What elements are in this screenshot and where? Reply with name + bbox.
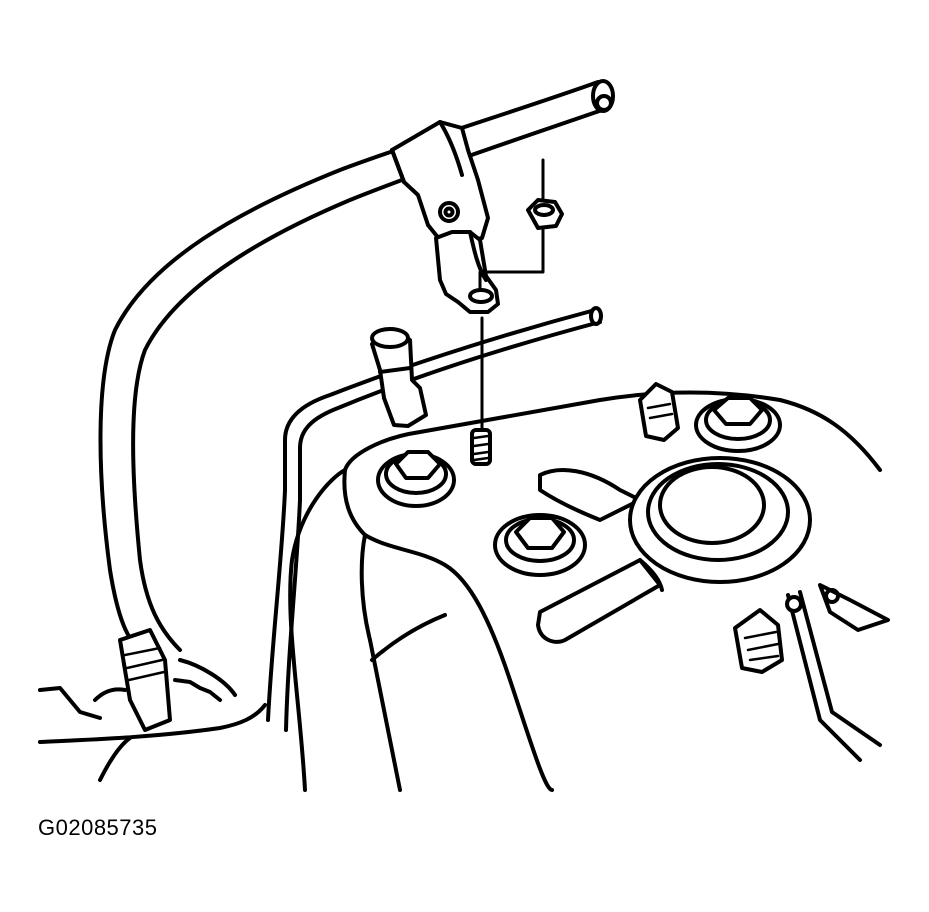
tank-bolt-upper-left <box>376 450 456 508</box>
wiring-harness <box>785 583 890 762</box>
connector-top <box>638 382 680 442</box>
fuel-tank <box>288 390 882 792</box>
tube-clamp-bracket <box>390 120 500 314</box>
hex-nut <box>478 158 564 290</box>
hose-fitting <box>38 628 267 782</box>
clamp-bolt-head <box>438 201 460 223</box>
mounting-stud <box>470 316 492 466</box>
fuel-pump-module <box>536 456 812 644</box>
figure-id-label: G02085735 <box>38 815 158 840</box>
tank-bolt-center <box>493 513 587 577</box>
locating-pin <box>370 327 428 428</box>
tank-bolt-upper-right <box>694 396 782 453</box>
connector-bottom <box>733 608 784 674</box>
